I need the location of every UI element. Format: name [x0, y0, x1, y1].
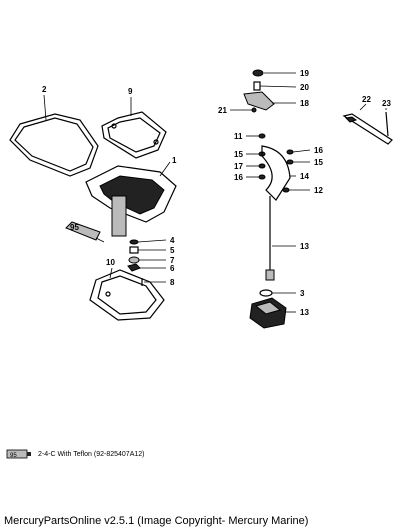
part-12-rod: [265, 196, 296, 281]
callout-12: 13: [300, 242, 309, 251]
callout-14: 14: [300, 172, 309, 181]
callout-11: 13: [300, 308, 309, 317]
part-17-washer: [246, 163, 266, 169]
part-5-bushing: [129, 246, 166, 254]
callout-4: 4: [170, 236, 175, 245]
part-19-cap: [252, 69, 296, 77]
part-10-lower-plate: [89, 267, 165, 321]
part-3-washer: [259, 289, 296, 297]
part-13-washer-upper: [246, 133, 266, 139]
part-7-clip: [128, 256, 166, 264]
part-21-screw: [230, 107, 257, 113]
part-18-bracket: [243, 91, 296, 111]
callout-7: 7: [170, 256, 175, 265]
callout-21: 21: [218, 106, 227, 115]
legend: 95 2-4-C With Teflon (92-825407A12): [6, 446, 144, 462]
parts-diagram: 95: [9, 69, 393, 329]
part-22-bar: [342, 103, 393, 145]
callout-22: 22: [362, 95, 371, 104]
part-1-base-housing: [85, 161, 177, 237]
part-4-washer: [129, 239, 167, 245]
callout-13-upper: 11: [234, 132, 243, 141]
callout-3: 3: [300, 289, 305, 298]
callout-6: 6: [170, 264, 175, 273]
legend-icon-label: 95: [10, 453, 17, 459]
part-16-washer-right: [286, 149, 311, 155]
callout-1: 1: [172, 156, 177, 165]
legend-text: 2-4-C With Teflon (92-825407A12): [38, 450, 145, 458]
callout-8: 8: [170, 278, 175, 287]
part-6-nut: [127, 263, 166, 272]
footer-copyright: MercuryPartsOnline v2.5.1 (Image Copyrig…: [4, 515, 309, 527]
callout-19: 19: [300, 69, 309, 78]
callout-10: 10: [106, 258, 115, 267]
callout-15-left: 15: [234, 150, 243, 159]
callout-15-right: 15: [314, 158, 323, 167]
callout-20: 20: [300, 83, 309, 92]
part-20-spring: [253, 81, 297, 91]
part-14-arm: [261, 145, 296, 201]
callout-2: 2: [42, 85, 47, 94]
callout-18: 18: [300, 99, 309, 108]
callout-23: 23: [382, 99, 391, 108]
callout-16-right: 16: [314, 146, 323, 155]
callout-13-lower: 12: [314, 186, 323, 195]
part-8-screw: [141, 278, 166, 286]
part-23-screw: [385, 108, 389, 137]
grease-tube: 95: [65, 221, 105, 243]
part-13-washer-lower: [282, 187, 310, 193]
part-16-washer-left: [246, 174, 266, 180]
part-2-gasket-ring: [9, 113, 99, 177]
svg-text:95: 95: [70, 223, 79, 232]
callout-5: 5: [170, 246, 175, 255]
callout-9: 9: [128, 87, 133, 96]
callout-16-left: 16: [234, 173, 243, 182]
callout-17: 17: [234, 162, 243, 171]
part-11-block: [249, 297, 296, 329]
grease-tube-icon: 95: [6, 449, 31, 459]
part-9-plate-gasket: [101, 111, 167, 159]
part-15-washer-right: [286, 159, 310, 165]
